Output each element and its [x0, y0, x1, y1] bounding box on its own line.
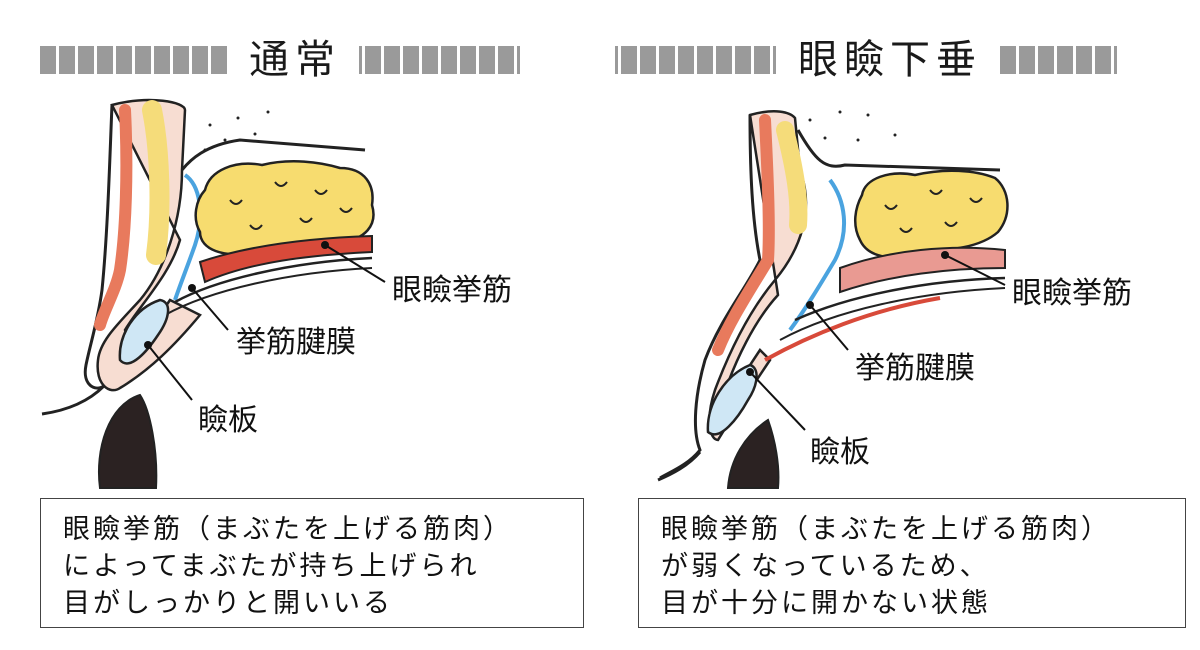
eyelid-anatomy-ptosis: 眼瞼挙筋 挙筋腱膜 瞼板 [657, 110, 1132, 489]
skin-dots [808, 110, 897, 142]
label-levator-muscle: 眼瞼挙筋 [392, 273, 512, 308]
decorative-bars-left [615, 46, 776, 74]
label-aponeurosis: 挙筋腱膜 [855, 351, 975, 386]
tarsus-pointer-line [749, 371, 806, 431]
label-tarsus: 瞼板 [198, 403, 258, 438]
caption-line: 眼瞼挙筋（まぶたを上げる筋肉） [63, 514, 513, 545]
panel-title: 眼瞼下垂 [798, 37, 982, 83]
decorative-bars-left [40, 46, 227, 74]
caption-line: 目が十分に開かない状態 [661, 588, 991, 619]
eyelash [41, 384, 106, 416]
aponeurosis-red-line [764, 296, 941, 362]
aponeurosis-line-2 [779, 287, 1006, 341]
label-levator-muscle: 眼瞼挙筋 [1012, 276, 1132, 311]
label-tarsus: 瞼板 [810, 435, 870, 470]
orbit-rim [796, 129, 1001, 172]
skin-outline [83, 104, 114, 390]
eyeball [726, 418, 780, 489]
eyelash [657, 451, 702, 482]
aponeurosis-line-1 [794, 276, 1006, 322]
skin-dots [203, 110, 270, 152]
orbicularis-muscle [712, 114, 775, 356]
panel-normal: 通常 [40, 36, 584, 628]
orbital-fat [854, 169, 1009, 259]
panel-header: 通常 [40, 36, 520, 84]
decorative-bars-right [1000, 46, 1117, 74]
subcutaneous-fat-band [776, 121, 808, 234]
caption-line: によってまぶたが持ち上げられ [63, 551, 480, 582]
caption-box: 眼瞼挙筋（まぶたを上げる筋肉） によってまぶたが持ち上げられ 目がしっかりと開い… [40, 498, 584, 628]
orbicularis-muscle [94, 104, 133, 331]
aponeurosis-pointer-line [191, 287, 229, 331]
fat-texture [884, 189, 983, 233]
caption-box: 眼瞼挙筋（まぶたを上げる筋肉） が弱くなっているため、 目が十分に開かない状態 [638, 498, 1186, 628]
septum-fascia [173, 173, 203, 301]
muscle-pointer-line [944, 254, 1006, 286]
fat-texture [229, 181, 353, 230]
tarsus [706, 363, 758, 436]
orbital-fat [194, 160, 375, 256]
aponeurosis-line-1 [174, 256, 373, 304]
decorative-bars-right [359, 46, 520, 74]
caption-line: 眼瞼挙筋（まぶたを上げる筋肉） [661, 514, 1111, 545]
panel-title: 通常 [249, 37, 341, 83]
septum-fascia [788, 178, 847, 332]
levator-muscle-weak [839, 246, 1006, 294]
panel-header: 眼瞼下垂 [615, 36, 1117, 84]
orbit-rim [180, 138, 366, 171]
aponeurosis-pointer-line [809, 304, 849, 351]
aponeurosis-line-2 [164, 267, 373, 316]
eyelid-anatomy-normal: 眼瞼挙筋 挙筋腱膜 瞼板 [41, 98, 512, 489]
caption-line: 目がしっかりと開いいる [63, 588, 393, 619]
panel-ptosis: 眼瞼下垂 [600, 0, 1200, 650]
muscle-pointer-line [324, 244, 386, 283]
subcutaneous-fat-band [142, 100, 170, 265]
tarsus-pointer-line [147, 344, 193, 401]
caption-line: が弱くなっているため、 [661, 551, 990, 582]
label-aponeurosis: 挙筋腱膜 [236, 325, 356, 360]
tarsus [118, 298, 170, 365]
eyeball [98, 393, 158, 489]
